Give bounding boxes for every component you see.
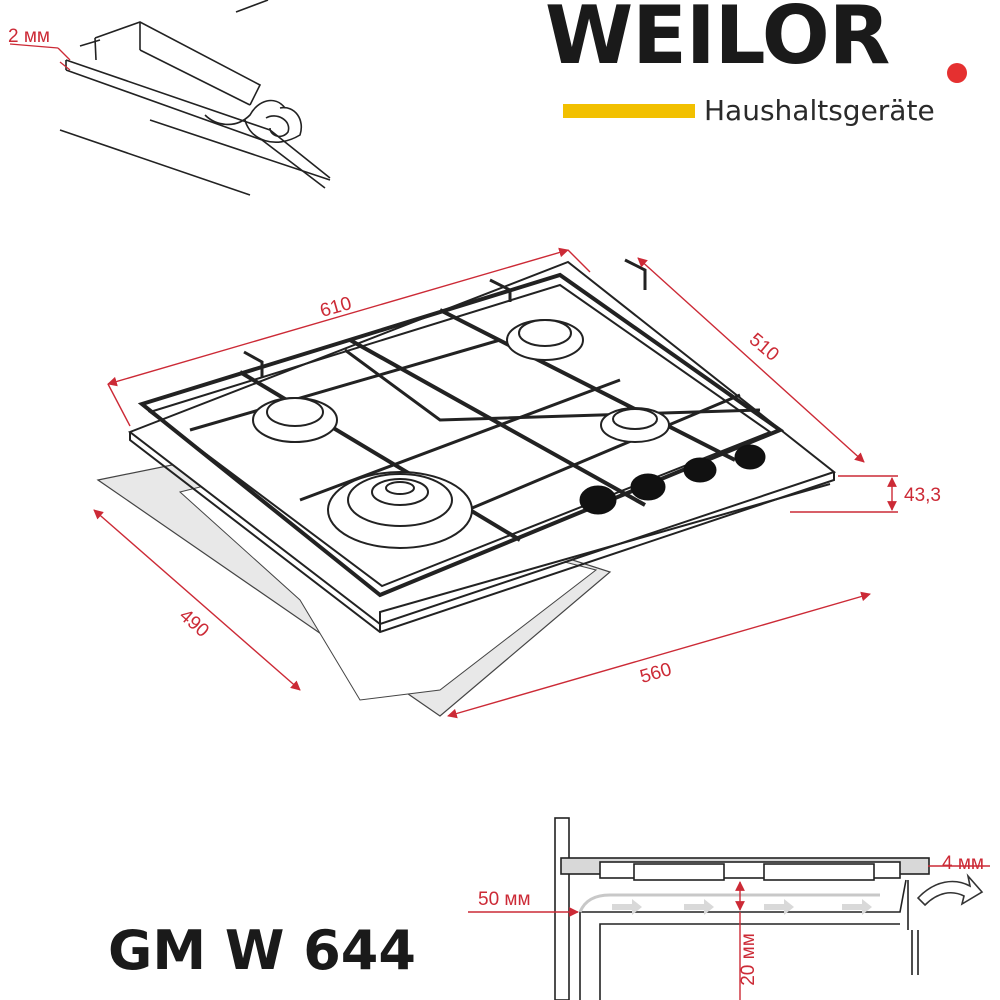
- airflow-arrows: [612, 899, 872, 915]
- section-dimensions: [468, 865, 990, 1000]
- brand-dot: [947, 63, 967, 83]
- front-gap-label: 4 мм: [942, 853, 984, 874]
- brand-accent-bar: [563, 104, 695, 118]
- seal-dimension: [9, 43, 71, 71]
- height-label: 43,3: [904, 485, 941, 506]
- section-view: [554, 817, 930, 1000]
- model-name: GM W 644: [108, 919, 416, 982]
- seal-thickness-label: 2 мм: [8, 26, 50, 47]
- side-clearance-label: 50 мм: [478, 889, 531, 910]
- seal-detail: [59, 0, 331, 196]
- hob: [127, 258, 837, 634]
- bottom-clearance-label: 20 мм: [737, 933, 759, 986]
- dimension-lines: [93, 247, 898, 719]
- curved-arrow-icon: [916, 873, 984, 907]
- brand-tagline: Haushaltsgeräte: [704, 94, 935, 127]
- brand-logo: WEILOR: [545, 0, 890, 82]
